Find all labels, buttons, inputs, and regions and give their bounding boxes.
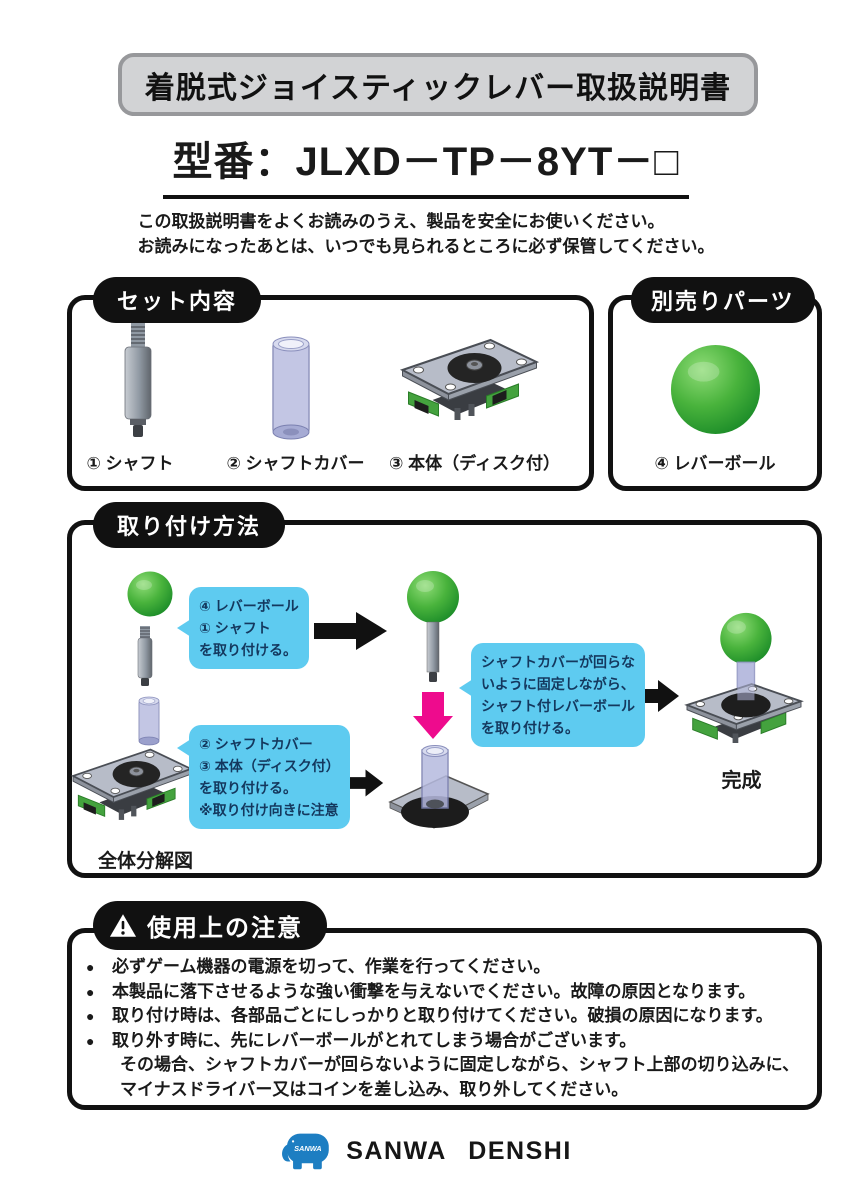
set-contents-label: セット内容	[93, 277, 262, 323]
shaft-cover-image	[272, 336, 310, 440]
bullet-icon: ●	[86, 1008, 95, 1024]
completed-joystick-image	[684, 612, 804, 743]
intro-paragraph: この取扱説明書をよくお読みのうえ、製品を安全にお使いください。 お読みになったあ…	[0, 209, 852, 259]
precaution-item-continuation: マイナスドライバー又はコインを差し込み、取り外してください。	[120, 1079, 629, 1099]
complete-label: 完成	[721, 770, 762, 792]
arrow-down-icon	[413, 692, 453, 739]
exploded-cover-image	[138, 696, 160, 746]
precaution-item: ● 本製品に落下させるような強い衝撃を与えないでください。故障の原因となります。	[86, 980, 810, 1005]
callout-step3: シャフトカバーが回らな いように固定しながら、 シャフト付レバーボール を取り付…	[459, 643, 645, 747]
exploded-ball-image	[127, 571, 173, 617]
callout-step2-line4: ※取り付け向きに注意	[199, 802, 339, 818]
warning-icon	[109, 914, 137, 937]
exploded-base-image	[70, 748, 194, 820]
lever-ball-image	[670, 344, 761, 435]
body-unit-image	[399, 338, 540, 420]
bullet-icon: ●	[86, 1032, 95, 1049]
precautions-list: ● 必ずゲーム機器の電源を切って、作業を行ってください。 ● 本製品に落下させる…	[86, 955, 810, 1102]
bullet-icon: ●	[86, 983, 95, 1000]
lever-ball-caption: ④ レバーボール	[654, 454, 776, 473]
cover-on-base-image	[388, 745, 490, 829]
exploded-view-label: 全体分解図	[98, 851, 194, 872]
precautions-label: 使用上の注意	[93, 901, 327, 950]
sanwa-elephant-logo: SANWA	[282, 1133, 330, 1170]
bullet-icon: ●	[86, 959, 95, 975]
callout-step3-line3: シャフト付レバーボール	[481, 698, 635, 714]
callout-step2: ② シャフトカバー ③ 本体（ディスク付） を取り付ける。 ※取り付け向きに注意	[177, 725, 350, 829]
arrow-right-icon	[314, 612, 387, 650]
callout-step3-line2: いように固定しながら、	[481, 676, 635, 692]
ball-with-shaft-image	[407, 571, 459, 682]
callout-step2-line1: ② シャフトカバー	[199, 736, 313, 752]
intro-line-1: この取扱説明書をよくお読みのうえ、製品を安全にお使いください。	[137, 212, 665, 231]
model-number-text: 型番：JLXD－TP－8YT－□	[162, 129, 690, 199]
footer: SANWA SANWA DENSHI	[0, 1128, 852, 1174]
callout-step2-line2: ③ 本体（ディスク付）	[199, 758, 340, 774]
logo-text: SANWA	[294, 1144, 322, 1153]
intro-line-2: お読みになったあとは、いつでも見られるところに必ず保管してください。	[137, 237, 715, 256]
exploded-shaft-image	[137, 626, 153, 686]
precaution-item: ● 取り外す時に、先にレバーボールがとれてしまう場合がございます。	[86, 1029, 810, 1054]
brand-name: SANWA DENSHI	[346, 1136, 572, 1165]
arrow-right-icon	[342, 769, 384, 797]
callout-step2-line3: を取り付ける。	[199, 780, 297, 796]
callout-step3-line4: を取り付ける。	[481, 720, 579, 736]
precautions-box	[67, 928, 822, 1110]
arrow-right-icon	[630, 680, 679, 712]
optional-parts-label: 別売りパーツ	[631, 277, 815, 323]
shaft-caption: ① シャフト	[86, 454, 174, 473]
model-number: 型番：JLXD－TP－8YT－□	[0, 129, 852, 199]
callout-step3-line1: シャフトカバーが回らな	[481, 654, 635, 670]
shaft-cover-caption: ② シャフトカバー	[226, 454, 365, 473]
shaft-image	[124, 323, 152, 437]
precaution-item: ● 必ずゲーム機器の電源を切って、作業を行ってください。	[86, 955, 810, 980]
callout-step1-line1: ④ レバーボール	[199, 598, 299, 614]
precaution-item: ● 取り付け時は、各部品ごとにしっかりと取り付けてください。破損の原因になります…	[86, 1004, 810, 1029]
precaution-item-continuation: その場合、シャフトカバーが回らないように固定しながら、シャフト上部の切り込みに、	[120, 1055, 800, 1074]
page-title: 着脱式ジョイスティックレバー取扱説明書	[118, 53, 758, 116]
body-unit-caption: ③ 本体（ディスク付）	[389, 454, 560, 473]
installation-label: 取り付け方法	[93, 502, 286, 548]
callout-step1-line2: ① シャフト	[199, 620, 271, 636]
callout-step1: ④ レバーボール ① シャフト を取り付ける。	[177, 587, 309, 669]
callout-step1-line3: を取り付ける。	[199, 642, 297, 658]
